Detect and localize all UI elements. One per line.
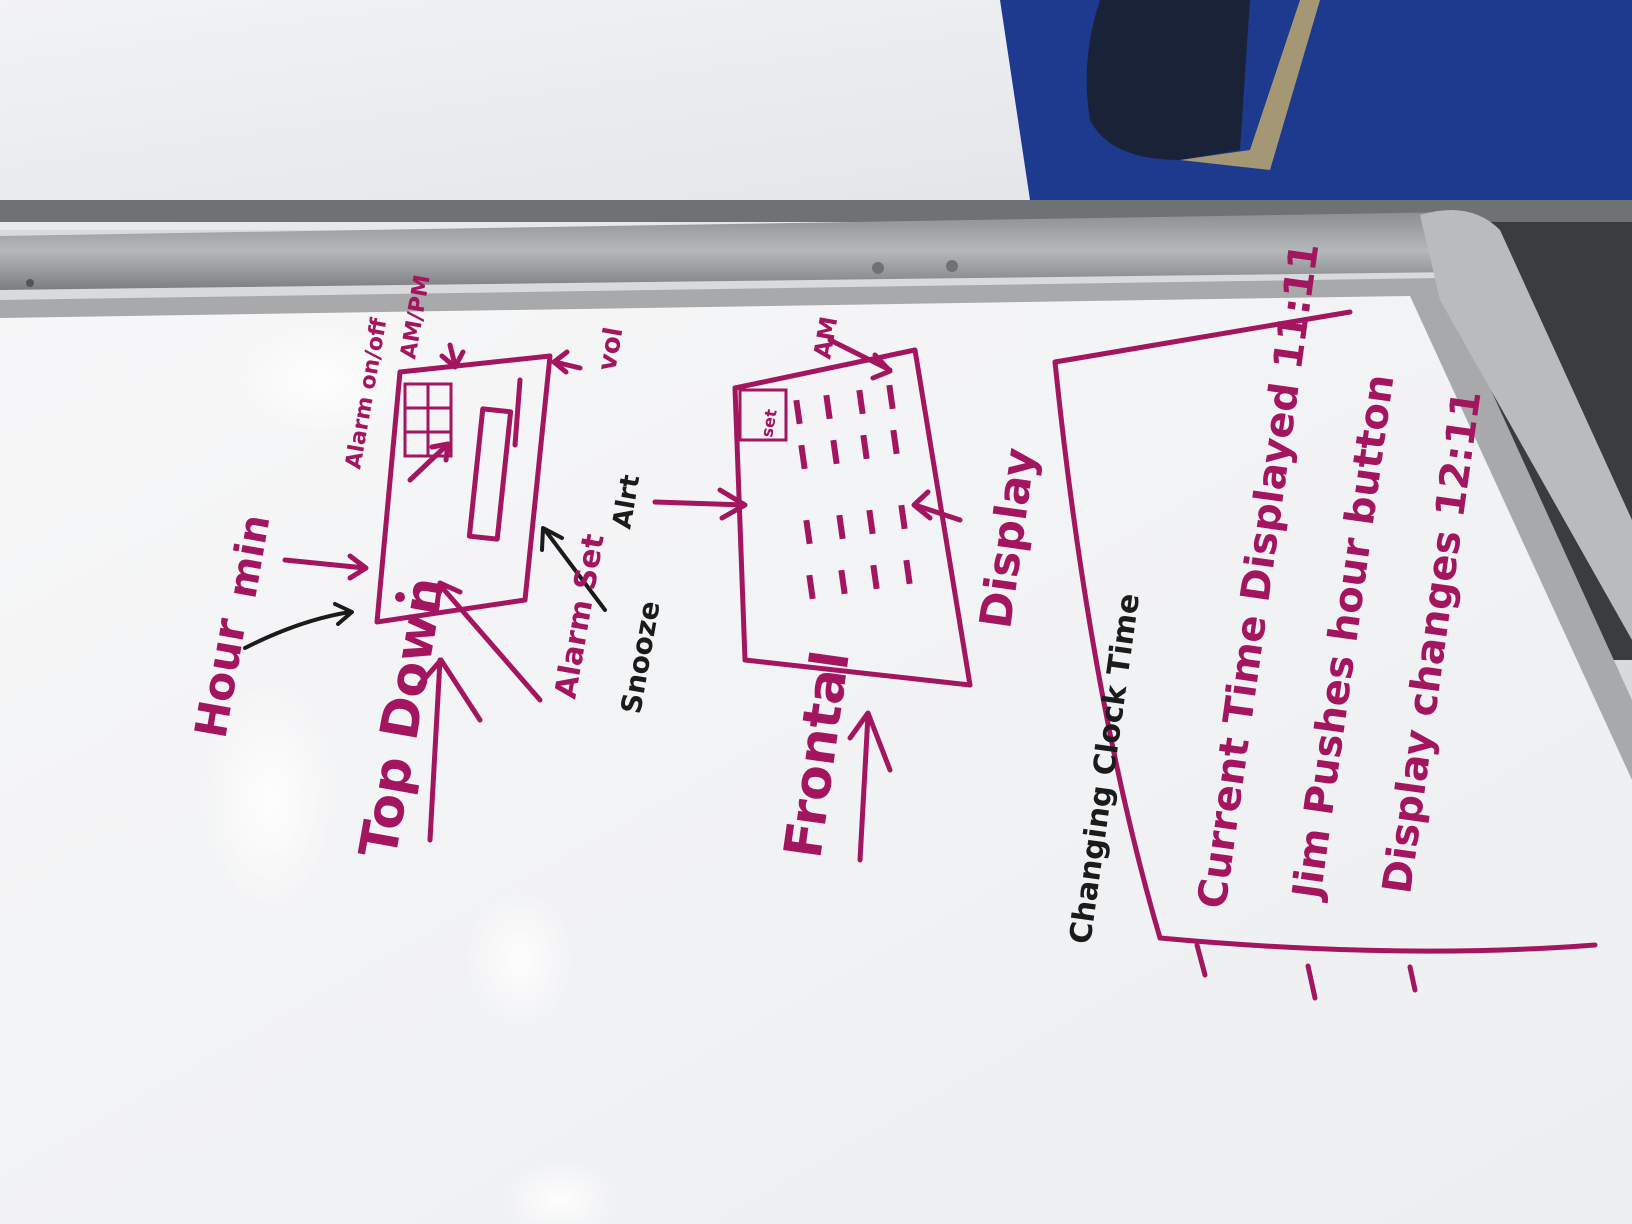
display-digits [793, 384, 913, 600]
alarm-toggle-arrow [407, 441, 451, 483]
alarm-set-arrow [434, 580, 543, 703]
alarm-indicator-box [738, 388, 788, 442]
alarm-arrow [652, 487, 748, 521]
display-arrow [911, 489, 963, 523]
clock-top-outline [374, 353, 553, 625]
whiteboard-surface [0, 210, 1632, 1224]
snooze-arrow [540, 526, 607, 612]
top-down-arrow [417, 657, 483, 843]
board-rail [0, 200, 1632, 290]
volume-slider [512, 377, 523, 448]
hour-arrow [243, 602, 354, 650]
vol-label: vol [592, 325, 629, 373]
vol-arrow [551, 349, 583, 375]
frontal-arrow [847, 710, 893, 863]
am-arrow [827, 337, 893, 381]
am-pm-arrow [439, 342, 466, 370]
clock-front-outline [732, 347, 973, 688]
scenario-frame [1052, 309, 1598, 954]
background-wall [0, 0, 1632, 660]
snooze-bar [466, 406, 514, 542]
hour-button [395, 592, 405, 602]
indicator-label: set [757, 407, 781, 438]
min-arrow [282, 553, 369, 581]
